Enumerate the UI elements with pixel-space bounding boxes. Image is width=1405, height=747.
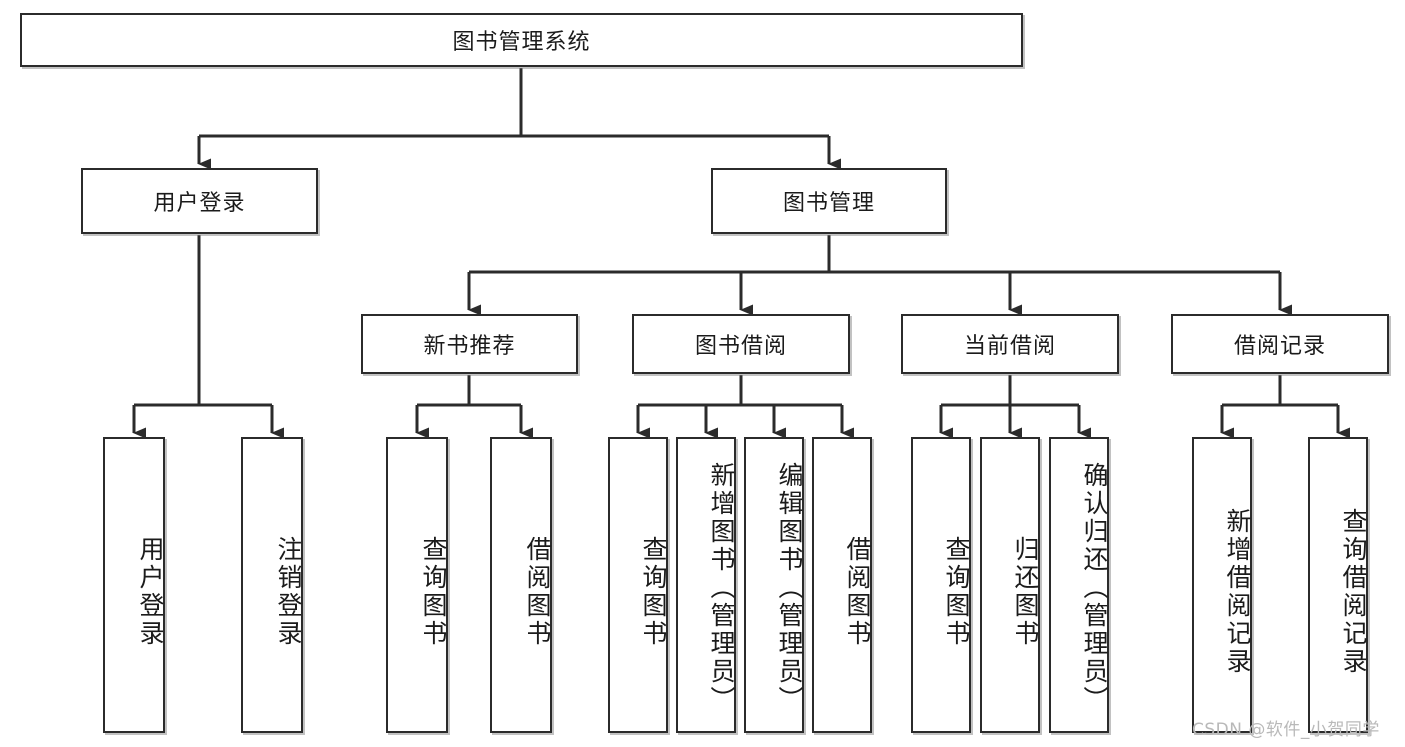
leaf-borrow-borrow-book[interactable]: 借阅图书: [812, 437, 872, 733]
node-label: 查询图书: [639, 536, 668, 648]
leaf-user-login-login[interactable]: 用户登录: [103, 437, 165, 733]
leaf-current-query-book[interactable]: 查询图书: [911, 437, 971, 733]
node-label: 新增图书（管理员）: [707, 462, 736, 714]
leaf-borrow-query-book[interactable]: 查询图书: [608, 437, 668, 733]
leaf-current-confirm-return-admin[interactable]: 确认归还（管理员）: [1049, 437, 1109, 733]
node-label: 图书管理: [782, 191, 875, 216]
node-label: 确认归还（管理员）: [1080, 462, 1109, 714]
leaf-recommend-query-book[interactable]: 查询图书: [386, 437, 448, 733]
node-label: 新书推荐: [423, 334, 516, 359]
leaf-record-add-record[interactable]: 新增借阅记录: [1192, 437, 1252, 733]
leaf-user-login-logout[interactable]: 注销登录: [241, 437, 303, 733]
csdn-watermark: CSDN @软件_小贺同学: [1192, 720, 1380, 740]
node-label: 查询借阅记录: [1339, 508, 1368, 676]
node-label: 新增借阅记录: [1223, 508, 1252, 676]
node-book-borrow[interactable]: 图书借阅: [632, 314, 850, 374]
node-label: 编辑图书（管理员）: [775, 462, 804, 714]
node-label: 借阅图书: [843, 536, 872, 648]
leaf-borrow-edit-book-admin[interactable]: 编辑图书（管理员）: [744, 437, 804, 733]
node-label: 用户登录: [136, 536, 165, 648]
node-root-system[interactable]: 图书管理系统: [20, 13, 1023, 67]
node-label: 注销登录: [274, 536, 303, 648]
node-book-management[interactable]: 图书管理: [711, 168, 947, 234]
node-label: 图书管理系统: [452, 30, 591, 55]
node-label: 当前借阅: [963, 334, 1056, 359]
leaf-record-query-record[interactable]: 查询借阅记录: [1308, 437, 1368, 733]
leaf-borrow-add-book-admin[interactable]: 新增图书（管理员）: [676, 437, 736, 733]
node-label: 用户登录: [153, 191, 246, 216]
node-label: 图书借阅: [694, 334, 787, 359]
leaf-current-return-book[interactable]: 归还图书: [980, 437, 1040, 733]
node-label: 借阅图书: [523, 536, 552, 648]
node-current-borrow[interactable]: 当前借阅: [901, 314, 1119, 374]
node-label: 借阅记录: [1233, 334, 1326, 359]
node-user-login[interactable]: 用户登录: [81, 168, 318, 234]
node-borrow-record[interactable]: 借阅记录: [1171, 314, 1389, 374]
leaf-recommend-borrow-book[interactable]: 借阅图书: [490, 437, 552, 733]
node-label: 归还图书: [1011, 536, 1040, 648]
node-new-book-recommend[interactable]: 新书推荐: [361, 314, 578, 374]
node-label: 查询图书: [942, 536, 971, 648]
node-label: 查询图书: [419, 536, 448, 648]
